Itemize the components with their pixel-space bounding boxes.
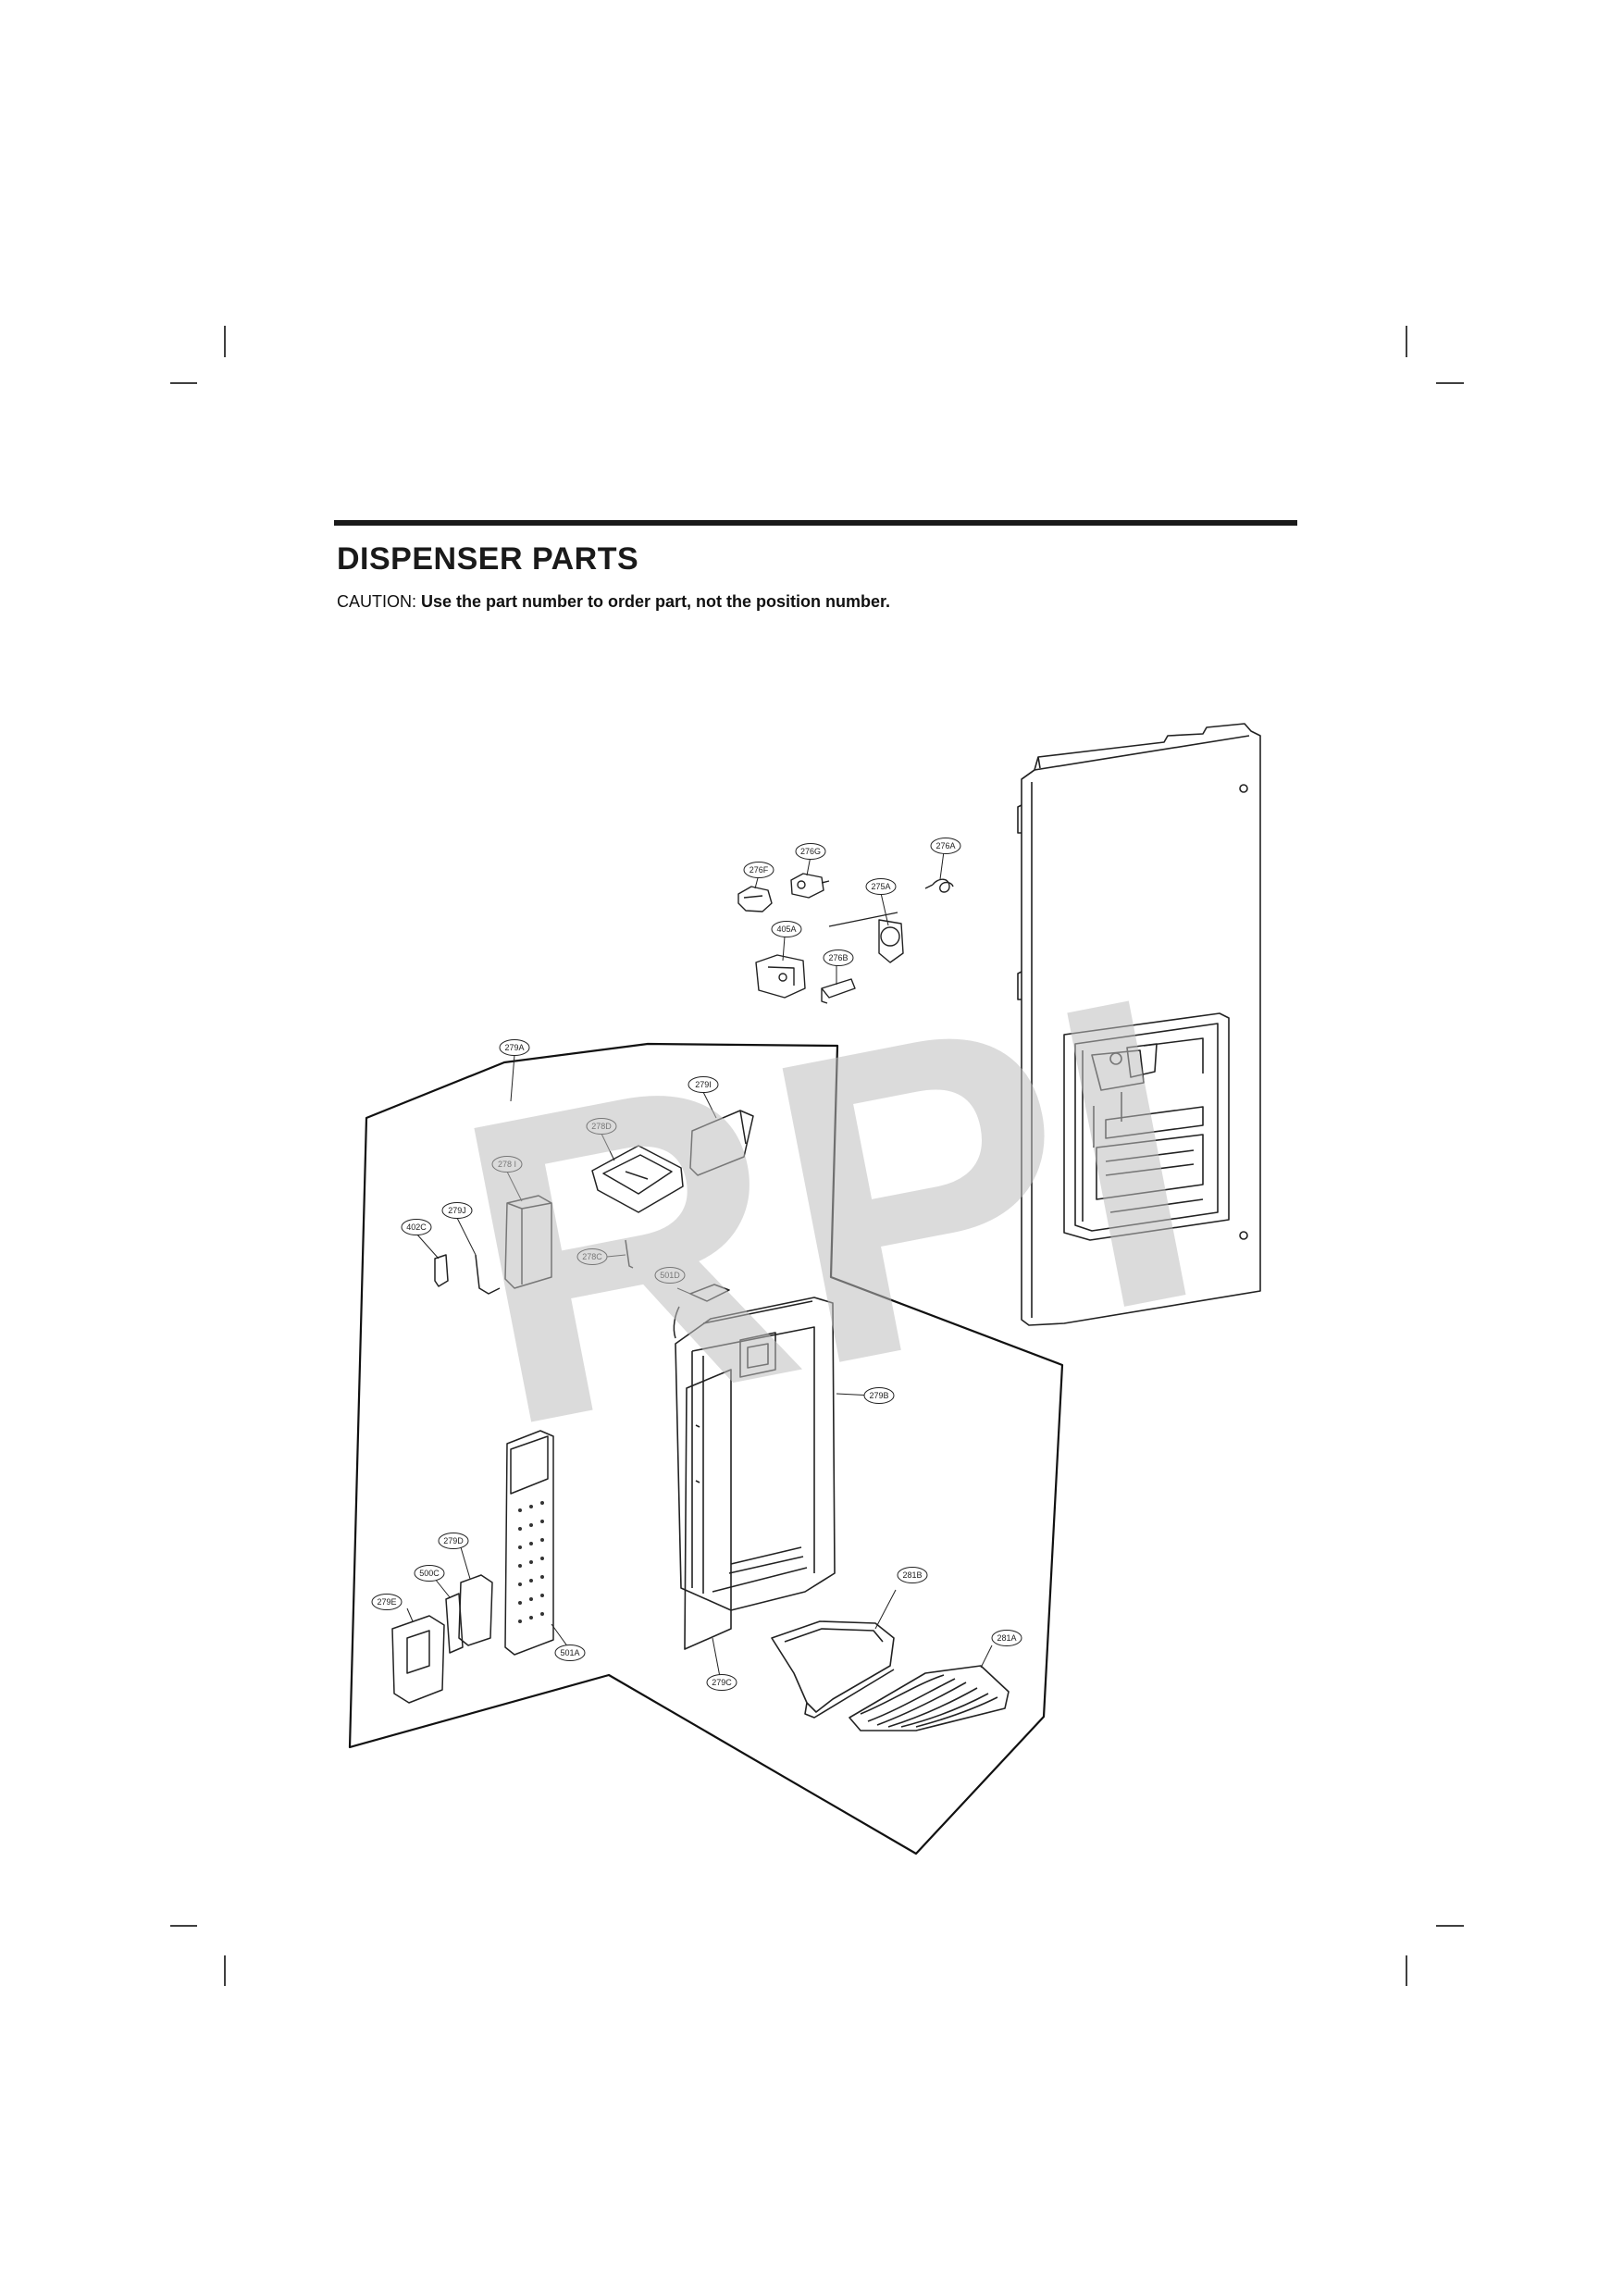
callout-bubble [771,921,802,937]
callout-bubble [438,1533,469,1549]
callout-501a: 501A [554,1644,586,1661]
callout-501d: 501D [654,1267,686,1284]
callout-label: 278C [582,1252,602,1261]
callout-label: 279A [504,1043,524,1052]
callout-bubble [491,1156,523,1173]
leader-lines [406,850,993,1678]
callout-bubble [823,949,854,966]
callout-276g: 276G [795,843,826,860]
caution-text: Use the part number to order part, not t… [421,592,891,611]
dispenser-housing [675,1297,836,1650]
callout-279e: 279E [371,1594,403,1610]
callout-label: 501A [560,1648,579,1657]
callout-label: 281A [997,1633,1016,1643]
callout-label: 501D [660,1271,680,1280]
callout-281a: 281A [991,1630,1022,1646]
callout-276a: 276A [930,838,961,854]
callout-278c: 278C [576,1248,608,1265]
callout-group: 276F 276G 275A 276A 405A 276B 279A 279I 278D 278 … [371,838,1022,1691]
callout-bubble [991,1630,1022,1646]
callout-label: 279J [448,1206,466,1215]
callout-bubble [414,1565,445,1582]
callout-label: 279I [695,1080,712,1089]
callout-278i: 278 I [491,1156,523,1173]
callout-label: 500C [419,1569,440,1578]
callout-label: 276B [828,953,848,962]
callout-label: 281B [902,1570,922,1580]
callout-label: 276F [750,865,769,875]
callout-276b: 276B [823,949,854,966]
control-panel-parts [391,1430,554,1704]
callout-label: 278 I [498,1160,516,1169]
callout-276f: 276F [743,862,774,878]
callout-bubble [654,1267,686,1284]
callout-bubble [743,862,774,878]
callout-label: 279D [443,1536,464,1545]
callout-bubble [688,1076,719,1093]
rpi-watermark: RPI [427,903,1232,1519]
callout-275a: 275A [865,878,897,895]
callout-278d: 278D [586,1118,617,1135]
callout-bubble [586,1118,617,1135]
mid-parts [434,1110,754,1339]
header-rule [334,520,1297,526]
callout-bubble [897,1567,928,1583]
callout-bubble [795,843,826,860]
callout-bubble [865,878,897,895]
callout-bubble [401,1219,432,1235]
callout-500c: 500C [414,1565,445,1582]
assembly-boundary [348,1042,1064,1855]
callout-279i: 279I [688,1076,719,1093]
callout-label: 279E [377,1597,396,1607]
callout-label: 278D [591,1122,612,1131]
callout-label: 279C [712,1678,732,1687]
callout-label: 276G [800,847,821,856]
callout-402c: 402C [401,1219,432,1235]
callout-bubble [499,1039,530,1056]
callout-bubble [441,1202,473,1219]
drip-trays [771,1620,1010,1731]
callout-label: 276A [935,841,955,850]
callout-279a: 279A [499,1039,530,1056]
callout-bubble [576,1248,608,1265]
callout-label: 405A [776,925,796,934]
callout-bubble [554,1644,586,1661]
door-panel [1017,723,1261,1326]
callout-bubble [863,1387,895,1404]
callout-label: 275A [871,882,890,891]
callout-label: 402C [406,1222,427,1232]
callout-405a: 405A [771,921,802,937]
callout-label: 279B [869,1391,888,1400]
page-title: DISPENSER PARTS [337,541,639,577]
callout-bubble [706,1674,737,1691]
caution-note: CAUTION: Use the part number to order pa… [337,592,890,612]
callout-bubble [371,1594,403,1610]
callout-bubble [930,838,961,854]
caution-label: CAUTION: [337,592,422,611]
callout-279d: 279D [438,1533,469,1549]
callout-279c: 279C [706,1674,737,1691]
callout-279j: 279J [441,1202,473,1219]
callout-281b: 281B [897,1567,928,1583]
callout-279b: 279B [863,1387,895,1404]
